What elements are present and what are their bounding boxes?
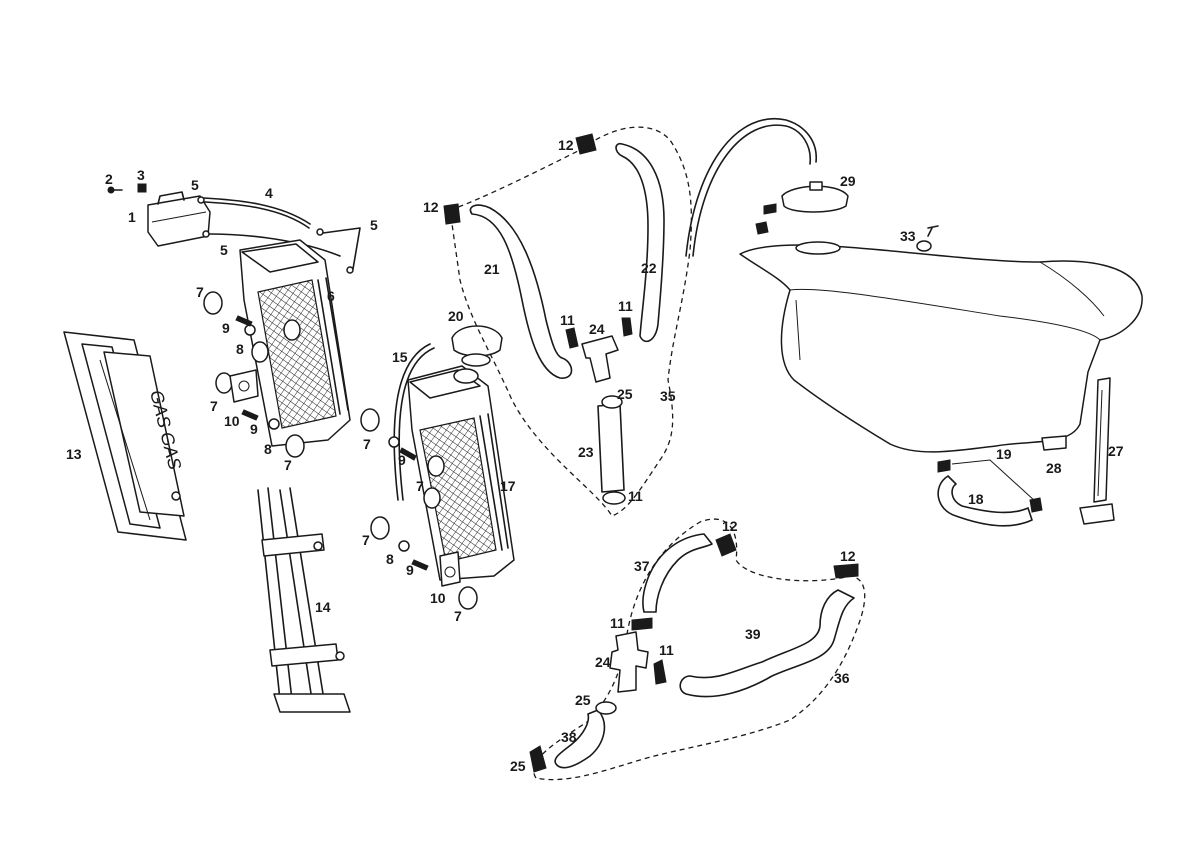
hose-22-part: [615, 142, 665, 343]
part-label-10: 10: [430, 590, 446, 606]
hose-39-part: [679, 589, 855, 698]
nut-part: [137, 183, 147, 193]
fuel-cap-part: [755, 181, 849, 235]
part-label-1: 1: [128, 209, 136, 225]
part-label-7: 7: [454, 608, 462, 624]
fuel-hose-part: [937, 475, 1033, 527]
part-label-23: 23: [578, 444, 594, 460]
part-label-25: 25: [575, 692, 591, 708]
part-label-11: 11: [628, 488, 643, 504]
part-label-20: 20: [448, 308, 464, 324]
part-label-9: 9: [406, 562, 414, 578]
part-label-22: 22: [641, 260, 657, 276]
part-label-6: 6: [327, 288, 335, 304]
part-label-13: 13: [66, 446, 82, 462]
part-label-15: 15: [392, 349, 408, 365]
part-label-10: 10: [224, 413, 240, 429]
rubber-mount-part: [1041, 435, 1067, 451]
bracket-part-right: [439, 551, 461, 587]
hose-clip-parts: [937, 459, 1043, 513]
overflow-tube-part: [393, 343, 435, 501]
part-label-7: 7: [416, 478, 424, 494]
part-label-8: 8: [264, 441, 272, 457]
mount-frame-part: [257, 487, 351, 713]
tank-bracket-part: [1079, 377, 1115, 525]
radiator-guard-part: GAS GAS: [63, 331, 187, 541]
part-label-33: 33: [900, 228, 916, 244]
hose-kit-outline-upper: [449, 126, 692, 517]
part-label-11: 11: [560, 312, 575, 328]
part-label-8: 8: [236, 341, 244, 357]
part-label-11: 11: [610, 615, 625, 631]
part-label-24: 24: [595, 654, 611, 670]
part-label-11: 11: [618, 298, 633, 314]
part-label-21: 21: [484, 261, 500, 277]
part-label-7: 7: [362, 532, 370, 548]
fuel-tank-part: [739, 241, 1143, 453]
clamp-parts-lower: [529, 533, 859, 773]
t-fitting-part: [581, 335, 619, 383]
clip-parts: [202, 227, 361, 274]
grommet-parts-right: [360, 408, 478, 610]
part-label-12: 12: [423, 199, 439, 215]
part-label-27: 27: [1108, 443, 1124, 459]
part-label-8: 8: [386, 551, 394, 567]
part-label-37: 37: [634, 558, 650, 574]
part-label-14: 14: [315, 599, 331, 615]
part-label-28: 28: [1046, 460, 1062, 476]
part-label-5: 5: [370, 217, 378, 233]
part-label-39: 39: [745, 626, 761, 642]
breather-hose-part: [685, 117, 817, 257]
hose-23-part: [597, 403, 625, 493]
bracket-part-left: [229, 369, 259, 403]
hose-kit-outline-lower: [533, 518, 866, 781]
vent-hose-part: [197, 196, 311, 229]
part-label-9: 9: [222, 320, 230, 336]
part-label-7: 7: [196, 284, 204, 300]
part-label-5: 5: [220, 242, 228, 258]
part-label-25: 25: [617, 386, 633, 402]
part-label-2: 2: [105, 171, 113, 187]
radiator-cap-part: [451, 325, 503, 367]
part-label-4: 4: [265, 185, 273, 201]
part-label-12: 12: [840, 548, 856, 564]
hose-37-part: [642, 533, 713, 613]
hose-38-part: [554, 709, 606, 769]
grommet-parts-left: [203, 291, 305, 458]
part-label-19: 19: [996, 446, 1012, 462]
part-label-7: 7: [363, 436, 371, 452]
part-label-24: 24: [589, 321, 605, 337]
part-label-29: 29: [840, 173, 856, 189]
clamp-parts-upper: [443, 133, 633, 505]
screw-part: [107, 186, 123, 194]
part-label-5: 5: [191, 177, 199, 193]
part-label-35: 35: [660, 388, 676, 404]
part-label-25: 25: [510, 758, 526, 774]
part-label-7: 7: [210, 398, 218, 414]
part-label-9: 9: [398, 452, 406, 468]
tank-fastener-part: [916, 225, 939, 252]
part-label-18: 18: [968, 491, 984, 507]
part-label-36: 36: [834, 670, 850, 686]
hose-21-part: [469, 204, 573, 379]
part-label-9: 9: [250, 421, 258, 437]
part-label-3: 3: [137, 167, 145, 183]
part-label-38: 38: [561, 729, 577, 745]
t-fitting-lower-part: [609, 631, 649, 693]
part-number-labels: 1 2 3 4 5 5 5 6 7 7 7 7 7 7 7 8 8 8 9 9 …: [66, 137, 1124, 774]
part-label-17: 17: [500, 478, 516, 494]
part-label-7: 7: [284, 457, 292, 473]
part-label-12: 12: [558, 137, 574, 153]
part-label-12: 12: [722, 518, 738, 534]
left-radiator-part: [239, 239, 351, 447]
part-label-11: 11: [659, 642, 674, 658]
right-radiator-part: [407, 365, 515, 581]
